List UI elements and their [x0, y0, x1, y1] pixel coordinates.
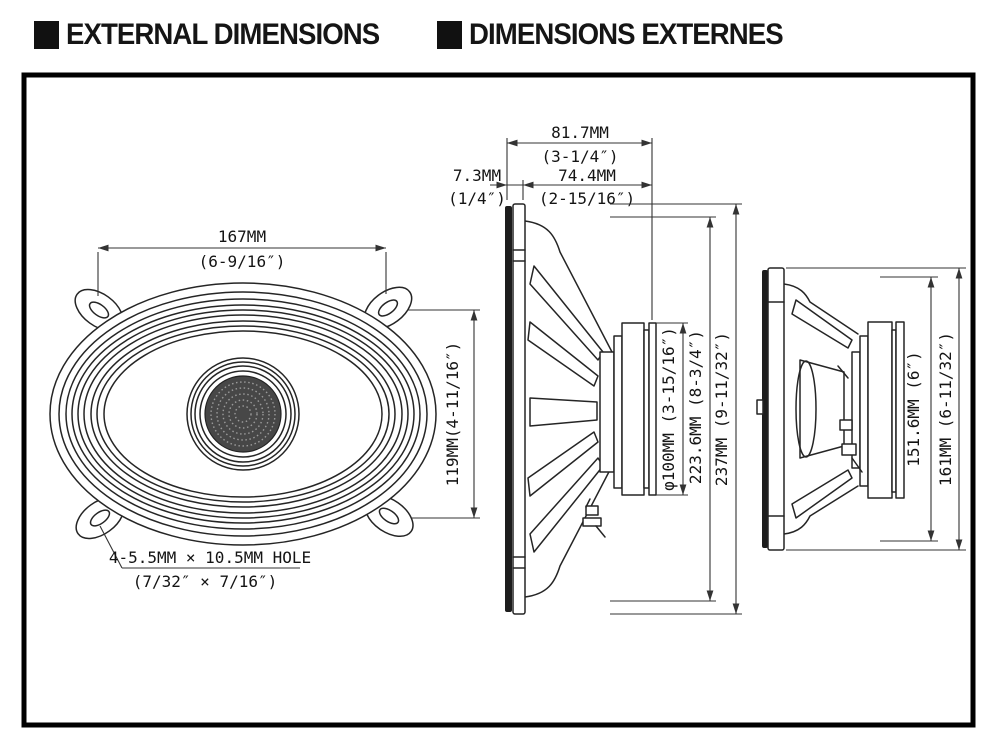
- cutout-height-label: 151.6MM (6″): [904, 351, 923, 467]
- terminal-connector: [837, 365, 863, 473]
- mounting-flange: [512, 203, 526, 615]
- mounting-flange: [767, 267, 785, 551]
- basket-window: [529, 265, 604, 361]
- title-french: DIMENSIONS EXTERNES: [436, 18, 810, 52]
- basket-window: [799, 359, 845, 459]
- overall-height-label: 161MM (6-11/32″): [936, 332, 955, 486]
- front-view-drawing: [49, 282, 437, 546]
- front-width-dimension: 167MM (6-9/16″): [97, 227, 387, 296]
- magnet-diameter-label: φ100MM (3-15/16″): [659, 327, 678, 491]
- basket-window: [791, 299, 853, 349]
- hole-size-mm-label: 4-5.5MM × 10.5MM HOLE: [109, 548, 311, 567]
- basket-window: [529, 457, 604, 553]
- end-height-dimensions: 151.6MM (6″) 161MM (6-11/32″): [786, 267, 966, 551]
- hole-size-in-label: (7/32″ × 7/16″): [133, 572, 278, 591]
- mounting-hole: [89, 509, 111, 527]
- side-length-dimensions: 223.6MM (8-3/4″) 237MM (9-11/32″): [610, 203, 742, 615]
- mounting-hole: [88, 301, 110, 319]
- mounting-hole: [378, 507, 400, 525]
- basket-outline: [783, 283, 859, 335]
- terminal-connector: [582, 498, 606, 538]
- front-width-in-label: (6-9/16″): [199, 252, 286, 271]
- leader-line: [99, 525, 123, 569]
- title-bullet-square-icon: [34, 21, 59, 49]
- mounting-hole-callout: 4-5.5MM × 10.5MM HOLE (7/32″ × 7/16″): [99, 525, 311, 591]
- end-view-drawing: [756, 267, 905, 551]
- gasket-edge: [505, 206, 512, 612]
- title-french-label: DIMENSIONS EXTERNES: [468, 18, 784, 51]
- tweeter-mesh: [204, 375, 282, 453]
- basket-window: [527, 431, 599, 497]
- basket-window: [791, 469, 853, 519]
- gasket-clip: [756, 399, 764, 415]
- cone-profile: [795, 360, 817, 458]
- basket-outline: [783, 485, 859, 535]
- magnet-assembly: [599, 322, 657, 496]
- page-header: EXTERNAL DIMENSIONS DIMENSIONS EXTERNES: [34, 18, 810, 52]
- mount-depth-mm-label: 74.4MM: [558, 166, 616, 185]
- front-height-dimension: 119MM(4-11/16″): [408, 309, 480, 519]
- depth-dimensions: 81.7MM (3-1/4″) 7.3MM (1/4″) 74.4MM (2-1…: [448, 123, 653, 320]
- magnet-assembly: [851, 321, 905, 499]
- overall-length-label: 237MM (9-11/32″): [712, 332, 731, 486]
- diagram-border-box: [21, 72, 976, 728]
- side-view-drawing: [505, 203, 657, 615]
- tweeter: [186, 357, 300, 471]
- total-depth-in-label: (3-1/4″): [541, 147, 618, 166]
- front-height-label: 119MM(4-11/16″): [443, 342, 462, 487]
- title-bullet-square-icon: [436, 21, 462, 49]
- basket-outline: [524, 220, 613, 353]
- total-depth-mm-label: 81.7MM: [551, 123, 609, 142]
- magnet-diameter-dimension: φ100MM (3-15/16″): [656, 322, 688, 496]
- front-width-mm-label: 167MM: [218, 227, 266, 246]
- basket-window: [527, 321, 599, 387]
- flange-depth-in-label: (1/4″): [448, 189, 506, 208]
- mounting-hole: [377, 299, 399, 317]
- mount-depth-in-label: (2-15/16″): [539, 189, 635, 208]
- flange-depth-mm-label: 7.3MM: [453, 166, 501, 185]
- title-english: EXTERNAL DIMENSIONS: [34, 18, 407, 52]
- gasket-edge: [762, 270, 768, 548]
- basket-outline: [524, 465, 613, 598]
- cutout-length-label: 223.6MM (8-3/4″): [686, 330, 705, 484]
- cone-edge: [103, 330, 383, 498]
- title-english-label: EXTERNAL DIMENSIONS: [66, 18, 380, 51]
- basket-window: [529, 397, 598, 427]
